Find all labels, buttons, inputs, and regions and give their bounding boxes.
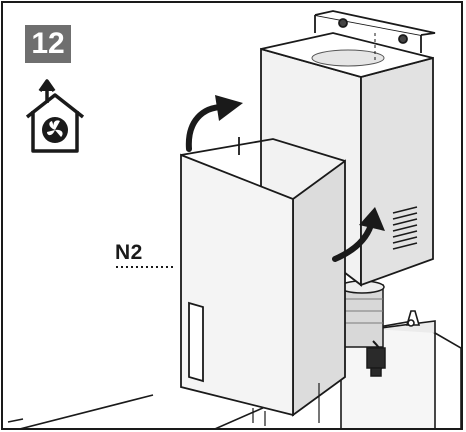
part-label-n2: N2 [115, 241, 143, 264]
motor-unit [339, 280, 386, 377]
lower-chimney-cover-n2 [180, 137, 346, 426]
house-fan-outlet-icon [25, 79, 85, 153]
step-number-badge: 12 [25, 25, 71, 63]
curved-arrow-icon [332, 207, 385, 262]
assembly-illustration [7, 10, 461, 428]
curved-arrow-icon [185, 95, 243, 152]
